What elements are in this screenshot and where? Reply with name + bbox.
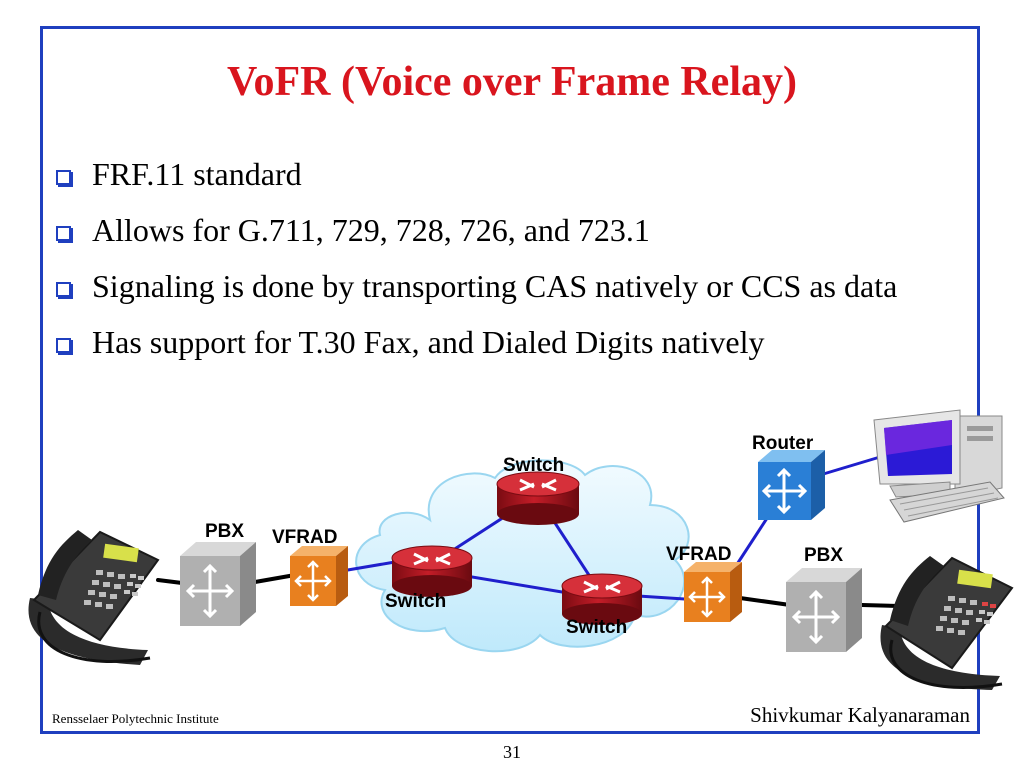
footer-institution: Rensselaer Polytechnic Institute: [52, 711, 219, 726]
link-line: [156, 578, 184, 585]
computer-icon: [873, 409, 1005, 523]
vfrad-icon: [684, 562, 742, 622]
pbx-right-label: PBX: [804, 545, 843, 566]
bullet-text: FRF.11 standard: [92, 156, 302, 192]
pbx-left-label: PBX: [205, 521, 244, 542]
slide-frame: [40, 26, 980, 734]
vfrad-icon: [290, 546, 348, 606]
vfrad-right-label: VFRAD: [666, 544, 731, 565]
phone-icon: [880, 556, 1014, 690]
switch-left-label: Switch: [385, 591, 446, 612]
bullet-square-icon: [56, 226, 71, 241]
bullet-item: Signaling is done by transporting CAS na…: [52, 264, 932, 308]
link-line: [738, 596, 792, 607]
router-switch-icon: [496, 471, 580, 525]
bullet-item: Has support for T.30 Fax, and Dialed Dig…: [52, 320, 932, 364]
vfrad-left-label: VFRAD: [272, 527, 337, 548]
bullet-item: Allows for G.711, 729, 728, 726, and 723…: [52, 208, 932, 252]
router-label: Router: [752, 433, 814, 454]
switch-top-label: Switch: [503, 455, 564, 476]
link-line: [818, 455, 882, 477]
bullet-item: FRF.11 standard: [52, 152, 932, 196]
bullet-square-icon: [56, 282, 71, 297]
link-line: [253, 573, 297, 584]
bullet-square-icon: [56, 170, 71, 185]
bullet-text: Signaling is done by transporting CAS na…: [92, 268, 898, 304]
bullet-text: Allows for G.711, 729, 728, 726, and 723…: [92, 212, 650, 248]
page-number: 31: [503, 742, 521, 762]
slide-title: VoFR (Voice over Frame Relay): [227, 59, 797, 105]
router-switch-icon: [391, 545, 473, 597]
pbx-switch-icon: [180, 542, 256, 626]
bullet-list: FRF.11 standard Allows for G.711, 729, 7…: [52, 152, 932, 376]
phone-icon: [28, 530, 160, 665]
link-line: [860, 603, 902, 608]
switch-right-label: Switch: [566, 617, 627, 638]
router-switch-icon: [561, 573, 643, 625]
footer-author: Shivkumar Kalyanaraman: [750, 703, 970, 727]
bullet-square-icon: [56, 338, 71, 353]
pbx-switch-icon: [786, 568, 862, 652]
router-icon: [758, 450, 825, 520]
bullet-text: Has support for T.30 Fax, and Dialed Dig…: [92, 324, 765, 360]
